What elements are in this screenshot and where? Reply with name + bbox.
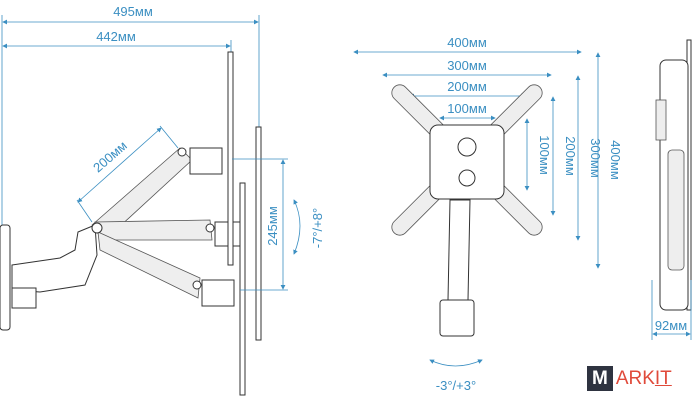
- dimension-label-442: 442мм: [96, 29, 136, 44]
- tilt-arc: [293, 199, 301, 255]
- vesa-width-100: 100мм: [447, 101, 487, 116]
- dimension-200: [77, 127, 162, 203]
- dimension-label-245: 245мм: [265, 206, 280, 246]
- vesa-height-400: 400мм: [608, 140, 623, 180]
- front-view: 400мм 300мм 200мм 100мм 100мм 200мм 300м…: [353, 35, 623, 393]
- arm-bottom: [97, 231, 201, 299]
- vesa-height-100: 100мм: [537, 135, 552, 175]
- dimension-label-495: 495мм: [113, 4, 153, 19]
- logo-text-it: IT: [654, 367, 672, 389]
- wall-arm-base: [11, 224, 98, 293]
- vesa-width-200: 200мм: [447, 79, 487, 94]
- swivel-arc: [429, 359, 483, 367]
- wall-plate: [0, 224, 11, 331]
- arm-middle: [94, 219, 213, 241]
- dimension-label-92: 92мм: [655, 318, 687, 333]
- center-plate: [429, 124, 505, 200]
- logo-mark: M: [587, 366, 613, 391]
- tv-plate-bottom: [239, 182, 246, 396]
- vesa-width-300: 300мм: [447, 58, 487, 73]
- dimension-label-200: 200мм: [90, 138, 130, 175]
- vesa-width-400: 400мм: [447, 35, 487, 50]
- vesa-height-300: 300мм: [588, 138, 603, 178]
- profile-view: 92мм: [651, 39, 692, 340]
- tv-plate-middle: [255, 126, 262, 341]
- side-view: 495мм 442мм 200мм 245мм -7°/+8°: [0, 4, 325, 396]
- markit-logo: M ARKIT: [587, 366, 672, 391]
- logo-text: ARK: [615, 367, 655, 389]
- swivel-label: -3°/+3°: [436, 378, 476, 393]
- tv-plate-top: [227, 51, 234, 266]
- tilt-label: -7°/+8°: [310, 208, 325, 248]
- vesa-height-200: 200мм: [563, 136, 578, 176]
